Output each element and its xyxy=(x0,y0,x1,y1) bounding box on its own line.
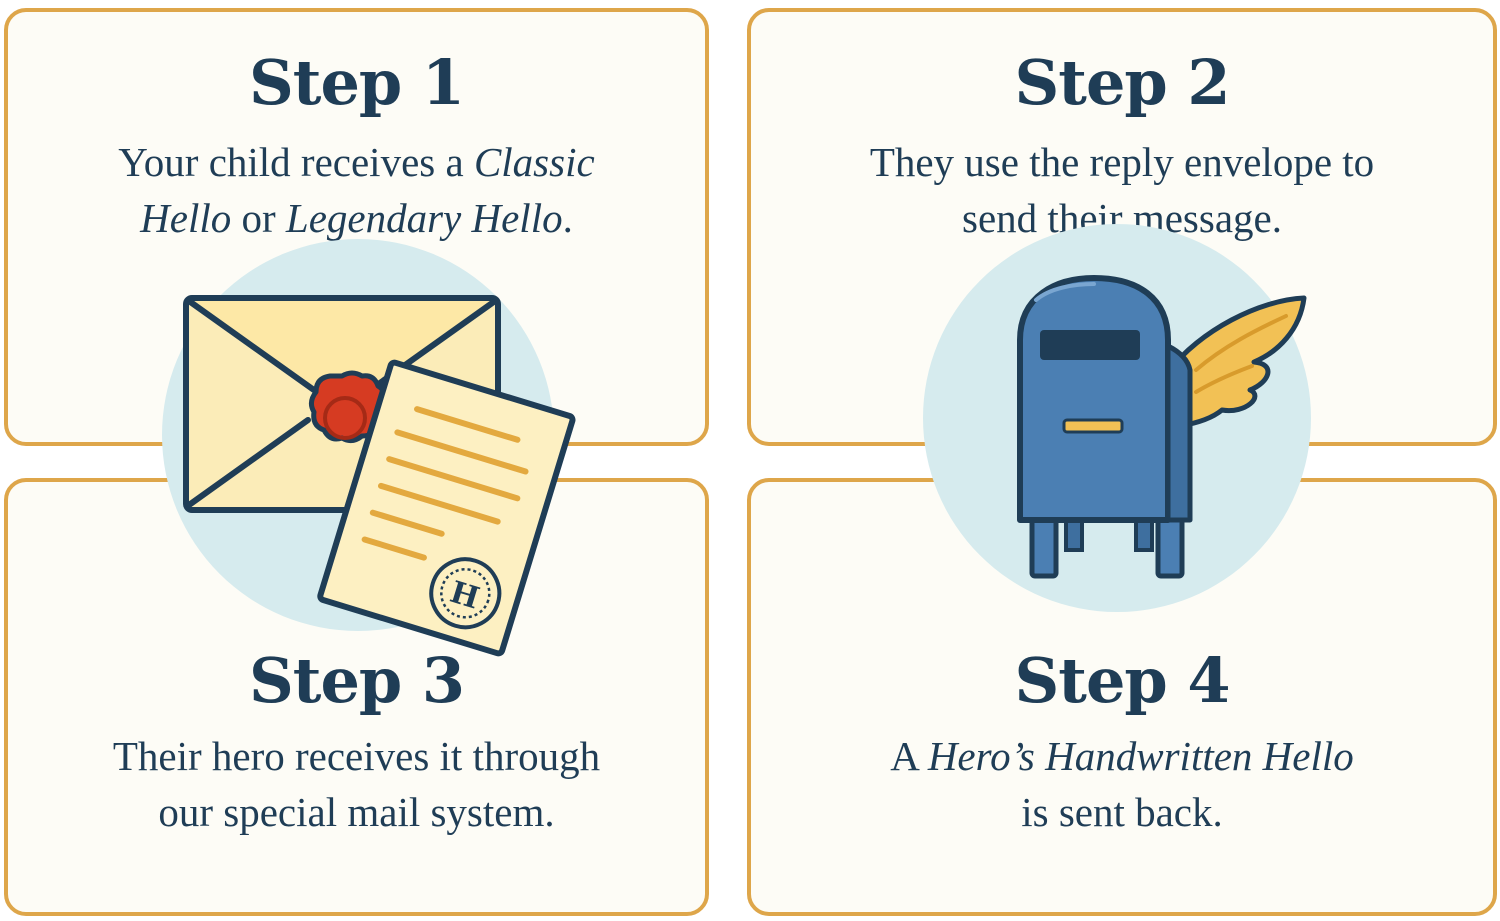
description-line: They use the reply envelope to xyxy=(781,134,1463,190)
text: is sent back. xyxy=(1021,789,1223,835)
italic-text: Hero’s Handwritten Hello xyxy=(927,733,1354,779)
step-3-title: Step 3 xyxy=(249,644,465,717)
text: . xyxy=(562,195,573,241)
text: A xyxy=(890,733,928,779)
step-2-description: They use the reply envelope to send their… xyxy=(781,134,1463,246)
text: Their hero receives it through xyxy=(112,733,601,779)
description-line: A Hero’s Handwritten Hello xyxy=(781,728,1463,784)
italic-text: Legendary Hello xyxy=(285,195,563,241)
description-line: Your child receives a Classic xyxy=(38,134,675,190)
step-4-card: Step 4 A Hero’s Handwritten Hello is sent… xyxy=(747,478,1497,916)
text: or xyxy=(231,195,286,241)
italic-text: Classic xyxy=(473,139,595,185)
step-3-card: Step 3 Their hero receives it through our… xyxy=(4,478,709,916)
description-line: is sent back. xyxy=(781,784,1463,840)
step-2-title: Step 2 xyxy=(1014,46,1231,119)
description-line: send their message. xyxy=(781,190,1463,246)
description-line: our special mail system. xyxy=(38,784,675,840)
text: Your child receives a xyxy=(118,139,474,185)
step-2-card: Step 2 They use the reply envelope to sen… xyxy=(747,8,1497,446)
text: our special mail system. xyxy=(158,789,555,835)
step-4-title: Step 4 xyxy=(1014,644,1231,717)
step-1-title: Step 1 xyxy=(249,46,465,119)
text: send their message. xyxy=(962,195,1282,241)
description-line: Their hero receives it through xyxy=(38,728,675,784)
step-3-description: Their hero receives it through our specia… xyxy=(38,728,675,840)
description-line: Hello or Legendary Hello. xyxy=(38,190,675,246)
step-4-description: A Hero’s Handwritten Hello is sent back. xyxy=(781,728,1463,840)
text: They use the reply envelope to xyxy=(869,139,1375,185)
italic-text: Hello xyxy=(140,195,232,241)
